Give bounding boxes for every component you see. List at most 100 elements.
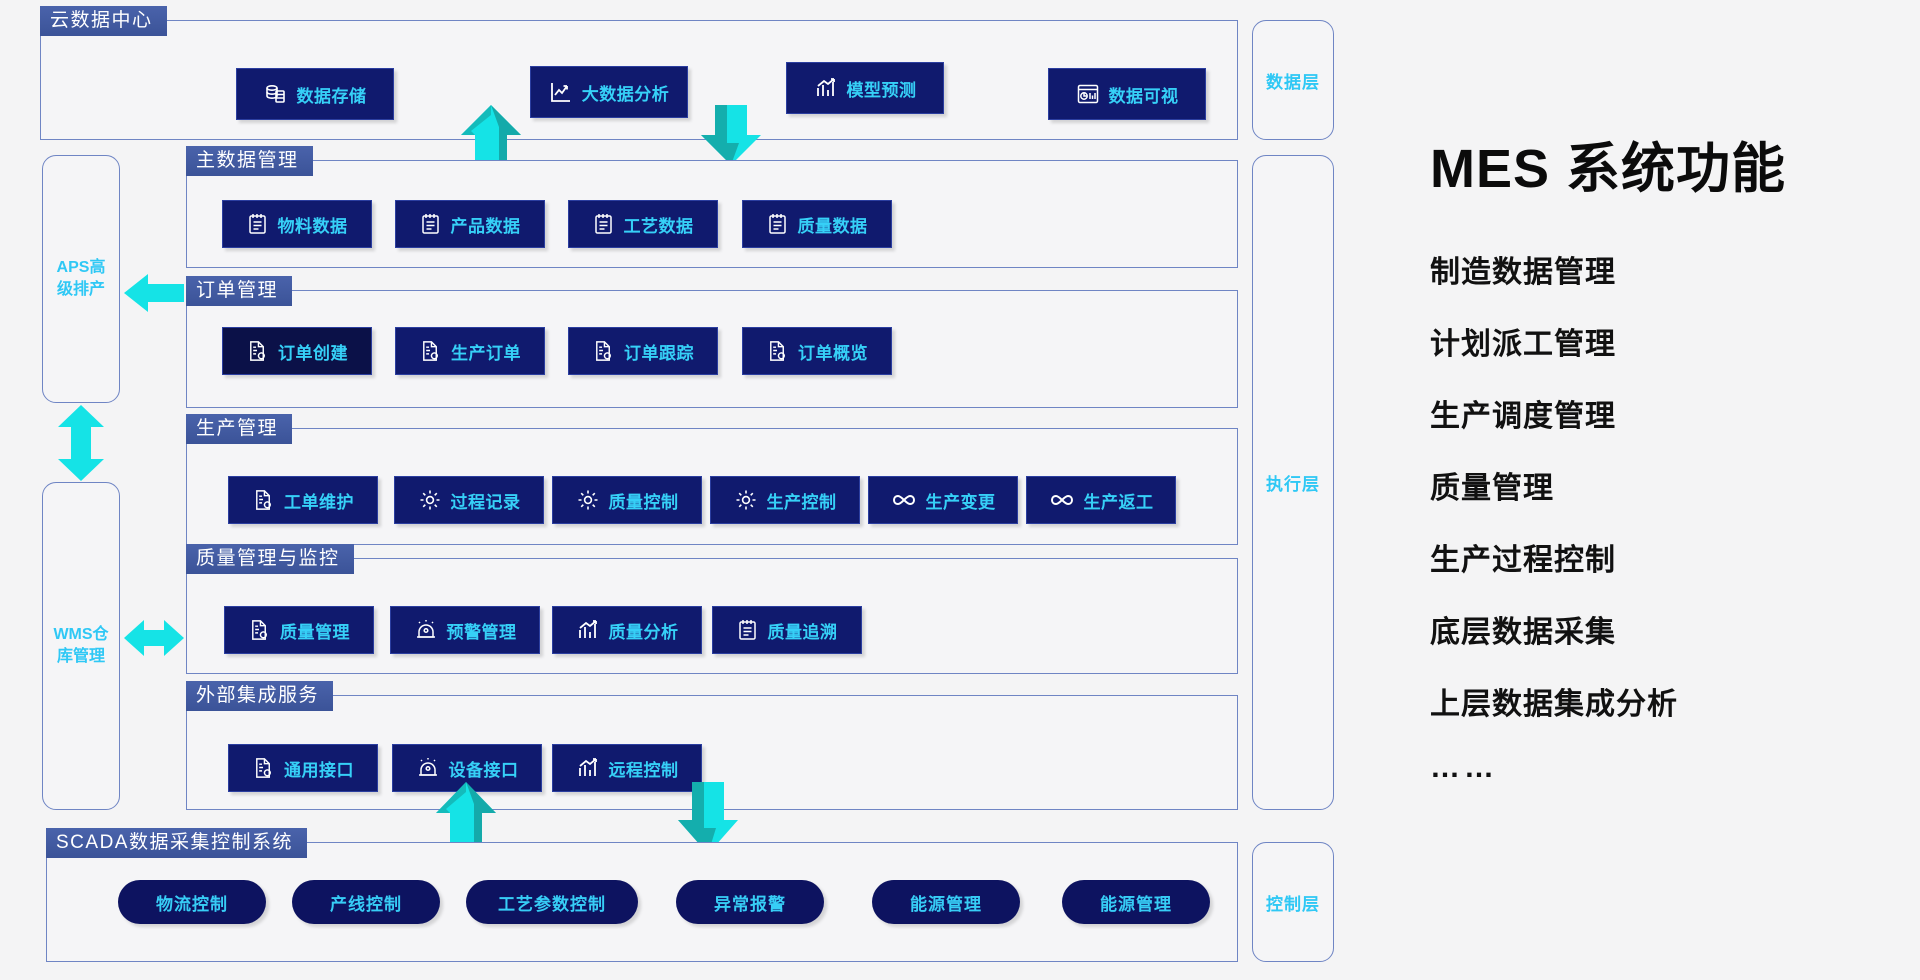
button-label: 能源管理 [1100,894,1172,914]
button-energy-management-1[interactable]: 能源管理 [872,880,1020,924]
button-process-record[interactable]: 过程记录 [394,476,544,524]
alarm-icon [414,618,438,642]
button-quality-analysis[interactable]: 质量分析 [552,606,702,654]
side-system-label: APS高级排产 [56,259,106,298]
info-panel: MES 系统功能 制造数据管理 计划派工管理 生产调度管理 质量管理 生产过程控… [1430,139,1890,785]
bar-chart-arrow-icon [576,618,600,642]
button-order-tracking[interactable]: 订单跟踪 [568,327,718,375]
button-work-order-maintenance[interactable]: 工单维护 [228,476,378,524]
document-gear-icon [252,488,275,512]
feature-item: 底层数据采集 [1430,616,1616,650]
button-quality-data[interactable]: 质量数据 [742,200,892,248]
document-gear-icon [419,339,442,363]
button-label: 物流控制 [156,894,228,914]
side-system-wms: WMS仓库管理 [42,482,120,810]
side-system-aps: APS高级排产 [42,155,120,403]
button-general-interface[interactable]: 通用接口 [228,744,378,792]
feature-item: 生产过程控制 [1430,544,1616,578]
arrow-down-to-control [672,782,744,854]
infinity-icon [891,490,917,510]
button-label: 工艺参数控制 [498,894,606,914]
button-production-control[interactable]: 生产控制 [710,476,860,524]
line-chart-icon [549,80,573,104]
button-process-parameter-control[interactable]: 工艺参数控制 [466,880,638,924]
button-label: 产线控制 [330,894,402,914]
feature-ellipsis: …… [1430,751,1498,785]
document-gear-icon [246,339,269,363]
button-label: 质量管理 [280,622,350,642]
button-label: 工单维护 [284,492,354,512]
button-production-rework[interactable]: 生产返工 [1026,476,1176,524]
section-title-master-data-management: 主数据管理 [186,146,313,176]
button-label: 数据存储 [296,86,367,106]
arrow-up-to-execution [430,782,502,844]
button-label: 生产订单 [451,343,521,363]
button-data-visualization[interactable]: 数据可视 [1048,68,1206,120]
alarm-icon [416,756,440,780]
button-label: 通用接口 [284,760,354,780]
document-gear-icon [592,339,615,363]
section-title-external-integration-services: 外部集成服务 [186,681,334,711]
button-order-overview[interactable]: 订单概览 [742,327,892,375]
button-label: 订单创建 [278,343,348,363]
button-label: 质量追溯 [767,622,838,642]
button-alarm-management[interactable]: 预警管理 [390,606,540,654]
button-device-interface[interactable]: 设备接口 [392,744,542,792]
button-label: 质量控制 [608,492,679,512]
button-label: 过程记录 [450,492,521,512]
infinity-icon [1049,490,1075,510]
button-label: 质量数据 [797,216,868,236]
button-process-data[interactable]: 工艺数据 [568,200,718,248]
button-product-data[interactable]: 产品数据 [395,200,545,248]
section-title-order-management: 订单管理 [186,276,293,306]
arrow-aps-to-execution [124,272,184,314]
button-label: 设备接口 [448,760,519,780]
section-title-cloud-data-center: 云数据中心 [40,6,167,36]
button-label: 能源管理 [910,894,982,914]
button-quality-traceability[interactable]: 质量追溯 [712,606,862,654]
notebook-icon [420,212,442,236]
document-gear-icon [252,756,275,780]
button-order-create[interactable]: 订单创建 [222,327,372,375]
button-abnormal-alarm[interactable]: 异常报警 [676,880,824,924]
layer-label: 数据层 [1266,72,1320,92]
feature-item: 制造数据管理 [1430,256,1616,290]
notebook-icon [593,212,615,236]
layer-control-layer: 控制层 [1252,842,1334,962]
button-remote-control[interactable]: 远程控制 [552,744,702,792]
button-quality-control[interactable]: 质量控制 [552,476,702,524]
button-material-data[interactable]: 物料数据 [222,200,372,248]
feature-item: 质量管理 [1430,472,1554,506]
notebook-icon [767,212,789,236]
button-label: 异常报警 [714,894,786,914]
button-label: 大数据分析 [581,84,670,104]
side-system-label: WMS仓库管理 [53,626,109,665]
notebook-icon [737,618,759,642]
button-production-order[interactable]: 生产订单 [395,327,545,375]
button-label: 质量分析 [608,622,679,642]
bar-chart-arrow-icon [576,756,600,780]
button-line-control[interactable]: 产线控制 [292,880,440,924]
button-production-change[interactable]: 生产变更 [868,476,1018,524]
button-logistics-control[interactable]: 物流控制 [118,880,266,924]
arrow-wms-to-execution [124,617,184,659]
feature-item: 计划派工管理 [1430,328,1616,362]
gear-icon [418,488,442,512]
document-gear-icon [766,339,789,363]
document-gear-icon [248,618,271,642]
button-data-storage[interactable]: 数据存储 [236,68,394,120]
button-quality-management[interactable]: 质量管理 [224,606,374,654]
database-icon [264,82,288,106]
button-label: 模型预测 [846,80,917,100]
section-title-quality-management-monitoring: 质量管理与监控 [186,544,354,574]
button-label: 生产返工 [1083,492,1154,512]
feature-item: 上层数据集成分析 [1430,688,1678,722]
button-label: 物料数据 [277,216,348,236]
section-title-scada: SCADA数据采集控制系统 [46,828,307,858]
gear-icon [734,488,758,512]
button-model-prediction[interactable]: 模型预测 [786,62,944,114]
button-big-data-analysis[interactable]: 大数据分析 [530,66,688,118]
layer-data-layer: 数据层 [1252,20,1334,140]
button-energy-management-2[interactable]: 能源管理 [1062,880,1210,924]
